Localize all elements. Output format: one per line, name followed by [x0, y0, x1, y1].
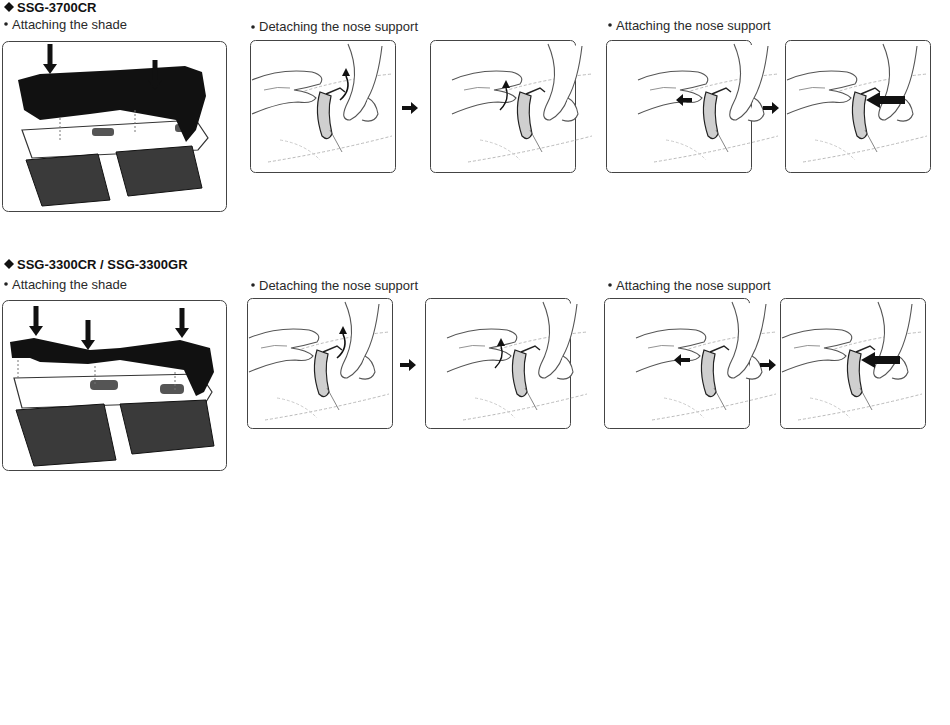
step-label: Detaching the nose support: [259, 278, 418, 293]
step-label: Attaching the nose support: [616, 278, 771, 293]
model-heading: SSG-3700CR: [17, 0, 96, 15]
step-label: Detaching the nose support: [259, 19, 418, 34]
model-heading: SSG-3300CR / SSG-3300GR: [17, 257, 188, 272]
step-label: Attaching the shade: [12, 17, 127, 32]
step-label: Attaching the shade: [12, 277, 127, 292]
step-label: Attaching the nose support: [616, 18, 771, 33]
